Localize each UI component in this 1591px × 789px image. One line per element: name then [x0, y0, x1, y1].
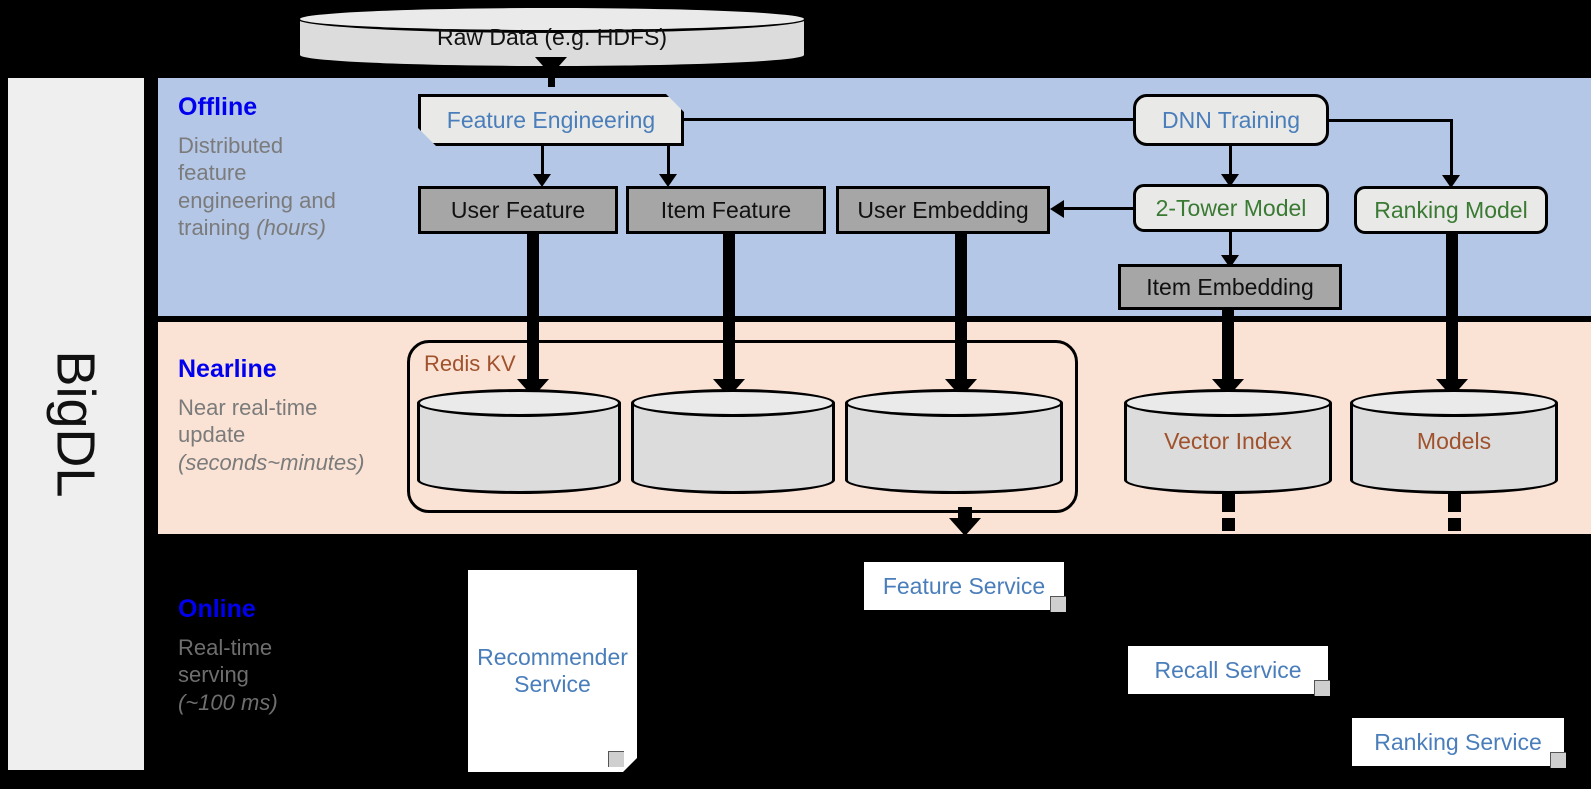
arrow-2tower-userembedding [1050, 200, 1064, 218]
cylinder-top [845, 389, 1063, 417]
recommender-service-box[interactable]: Recommender Service [468, 570, 637, 772]
user-feature-box[interactable]: User Feature [418, 186, 618, 234]
nearline-description: Near real-time update (seconds~minutes) [178, 394, 364, 477]
arrow-fe-itemfeature [659, 174, 677, 187]
offline-desc-1: Distributed [178, 132, 284, 158]
redis-store-item-feature-label [631, 389, 835, 494]
online-description: Real-time serving (~100 ms) [178, 634, 278, 717]
connector-rawdata-fe [548, 69, 555, 87]
models-cylinder[interactable]: Models [1350, 389, 1558, 494]
online-desc-1: Real-time [178, 634, 273, 660]
bigdl-framework-rail: BigDL [8, 78, 144, 770]
dnn-training-box[interactable]: DNN Training [1133, 94, 1329, 146]
offline-description: Distributed feature engineering and trai… [178, 132, 336, 242]
recommender-service-label: Recommender Service [477, 644, 628, 697]
offline-desc-2: feature [178, 160, 247, 185]
cylinder-top [631, 389, 835, 417]
redis-store-user-embedding-label [845, 389, 1063, 494]
offline-title: Offline [178, 93, 258, 121]
item-embedding-label: Item Embedding [1146, 273, 1314, 300]
offline-desc-3: engineering and [178, 187, 336, 213]
pipe-rankingmodel-models [1446, 234, 1458, 385]
item-feature-box[interactable]: Item Feature [626, 186, 826, 234]
redis-store-user-feature-label [417, 389, 621, 494]
online-stage-label: Online Real-time serving (~100 ms) [178, 595, 278, 717]
vector-index-cylinder[interactable]: Vector Index [1124, 389, 1332, 494]
connector-2tower-userembedding [1064, 207, 1134, 210]
feature-engineering-box[interactable]: Feature Engineering [418, 94, 684, 146]
models-label: Models [1416, 428, 1492, 454]
arrow-rawdata-fe [535, 57, 567, 75]
arrow-dnn-ranking [1442, 175, 1460, 188]
cylinder-top [297, 5, 807, 33]
online-desc-em: (~100 ms) [178, 689, 278, 715]
recall-service-label: Recall Service [1154, 656, 1302, 683]
raw-data-cylinder: Raw Data (e.g. HDFS) [297, 5, 807, 69]
pipe-itemfeature-store [723, 234, 735, 385]
dot-models-1 [1448, 494, 1461, 512]
nearline-stage-label: Nearline Near real-time update (seconds~… [178, 355, 364, 477]
cylinder-top [1350, 389, 1558, 417]
offline-desc-4: training [178, 215, 257, 240]
cylinder-top [1124, 389, 1332, 417]
online-title: Online [178, 595, 256, 623]
redis-store-user-embedding[interactable] [845, 389, 1063, 494]
dot-vectorindex-1 [1222, 494, 1235, 512]
nearline-desc-1: Near real-time [178, 394, 318, 420]
connector-fe-userfeature [541, 146, 544, 178]
connector-dnn-ranking-v [1450, 119, 1453, 179]
redis-kv-container [407, 340, 1078, 513]
item-feature-label: Item Feature [660, 196, 792, 223]
connector-fe-dnn [684, 118, 1138, 121]
pipe-userembedding-store [955, 234, 967, 385]
two-tower-model-box[interactable]: 2-Tower Model [1133, 184, 1329, 232]
feature-service-box[interactable]: Feature Service [864, 562, 1064, 610]
cylinder-top [417, 389, 621, 417]
pipe-userfeature-store [527, 234, 539, 385]
feature-engineering-label: Feature Engineering [446, 106, 656, 133]
online-desc-2: serving [178, 662, 249, 687]
ranking-service-box[interactable]: Ranking Service [1352, 718, 1564, 766]
recall-service-fold-icon [1314, 680, 1330, 696]
ranking-model-box[interactable]: Ranking Model [1354, 186, 1548, 234]
raw-data-label: Raw Data (e.g. HDFS) [436, 23, 668, 50]
user-embedding-label: User Embedding [857, 196, 1029, 223]
user-embedding-box[interactable]: User Embedding [836, 186, 1050, 234]
vector-index-label: Vector Index [1164, 428, 1292, 454]
offline-stage-label: Offline Distributed feature engineering … [178, 93, 336, 242]
feature-service-label: Feature Service [882, 572, 1046, 599]
ranking-service-fold-icon [1550, 752, 1566, 768]
arrow-dnn-2tower [1221, 174, 1239, 187]
bigdl-label: BigDL [46, 350, 107, 498]
pipe-redis-featureservice [958, 507, 972, 521]
nearline-title: Nearline [178, 355, 277, 383]
item-embedding-box[interactable]: Item Embedding [1118, 264, 1342, 310]
pipe-itemembedding-vectorindex [1222, 310, 1234, 385]
redis-store-user-feature[interactable] [417, 389, 621, 494]
connector-fe-itemfeature [667, 146, 670, 178]
redis-kv-label: Redis KV [424, 351, 516, 376]
arrow-redis-featureservice [949, 518, 981, 536]
offline-desc-em: (hours) [256, 215, 326, 240]
connector-dnn-ranking-h [1329, 119, 1453, 122]
ranking-model-label: Ranking Model [1374, 196, 1528, 223]
dot-models-2 [1448, 518, 1461, 531]
dot-vectorindex-2 [1222, 518, 1235, 531]
nearline-desc-em: (seconds~minutes) [178, 449, 365, 475]
user-feature-label: User Feature [450, 196, 586, 223]
connector-2tower-itemembedding [1229, 232, 1232, 260]
recall-service-box[interactable]: Recall Service [1128, 646, 1328, 694]
connector-dnn-2tower [1229, 146, 1232, 178]
dnn-training-label: DNN Training [1161, 106, 1301, 133]
redis-store-item-feature[interactable] [631, 389, 835, 494]
two-tower-model-label: 2-Tower Model [1155, 194, 1307, 221]
nearline-desc-2: update [178, 422, 246, 447]
ranking-service-label: Ranking Service [1374, 728, 1542, 755]
recommender-service-fold-icon [608, 751, 624, 767]
arrow-fe-userfeature [533, 174, 551, 187]
feature-service-fold-icon [1050, 596, 1066, 612]
